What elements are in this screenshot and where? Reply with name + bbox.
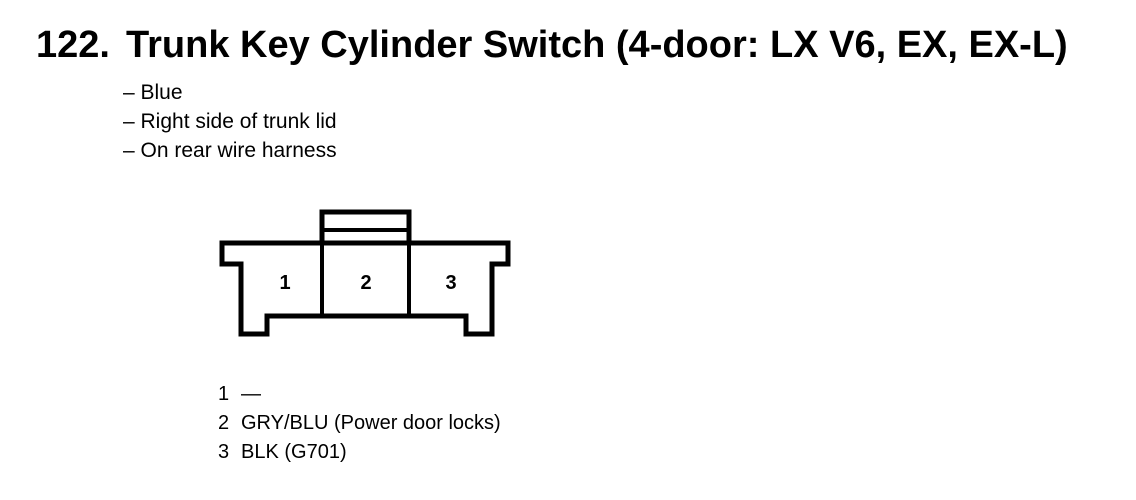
cavity-2-label: 2 [360,272,371,294]
component-name: Trunk Key Cylinder Switch (4-door: LX V6… [126,24,1068,66]
pin-number: 3 [218,441,230,463]
connector-housing [219,240,511,337]
connector-lock-tab [319,209,412,243]
pin-row: 2 GRY/BLU (Power door locks) [218,409,501,438]
page-title: 122. Trunk Key Cylinder Switch (4-door: L… [36,24,1068,67]
pin-description: GRY/BLU (Power door locks) [241,412,501,434]
pin-number: 1 [218,383,230,405]
pin-row: 1— [218,380,501,409]
cavity-1-label: 1 [279,272,290,294]
property-harness: – On rear wire harness [123,139,337,162]
property-color: – Blue [123,81,183,104]
property-location: – Right side of trunk lid [123,110,337,133]
pin-description: — [241,383,261,405]
cavity-3-label: 3 [445,272,456,294]
pin-number: 2 [218,412,230,434]
connector-properties: – Blue – Right side of trunk lid – On re… [123,78,337,165]
pin-row: 3 BLK (G701) [218,438,501,467]
pin-description: BLK (G701) [241,441,347,463]
item-number: 122. [36,24,110,66]
